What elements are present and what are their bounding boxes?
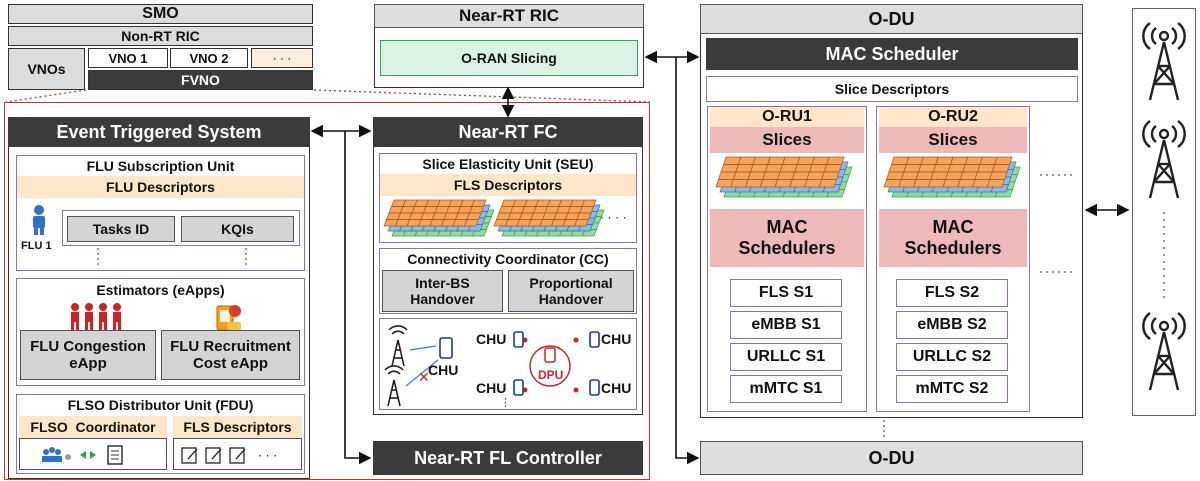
near-rt-ric-title: Near-RT RIC [374, 4, 644, 28]
chu-label-c: CHU [601, 331, 632, 347]
vno1-box: VNO 1 [88, 48, 168, 68]
chu-label-a: CHU [428, 362, 459, 378]
flu-congestion-eapp: FLU Congestion eApp [20, 330, 156, 380]
inter-bs-handover: Inter-BS Handover [382, 270, 503, 312]
oru1-slice-item: FLS S1 [730, 279, 842, 307]
oru2-slice-item: eMBB S2 [896, 311, 1008, 339]
oru2-slice-item: mMTC S2 [896, 375, 1008, 403]
fls-descriptors-fdu: FLS Descriptors [173, 416, 302, 438]
non-rt-ric-label: Non-RT RIC [8, 26, 313, 46]
oru2-mac-schedulers: MAC Schedulers [879, 209, 1027, 267]
flu-recruitment-eapp: FLU Recruitment Cost eApp [161, 330, 300, 380]
descriptor-icons-frame [173, 438, 302, 470]
slice-descriptors-bar: Slice Descriptors [706, 76, 1078, 102]
congestion-line1: FLU Congestion [30, 338, 146, 355]
flso-coordinator: FLSO Coordinator [19, 416, 167, 438]
seu-title: Slice Elasticity Unit (SEU) [422, 156, 594, 172]
chu-label-d: CHU [476, 380, 507, 396]
prop-line2: Handover [538, 291, 604, 307]
vnos-label: VNOs [8, 48, 85, 90]
fl-controller-bar: Near-RT FL Controller [373, 441, 643, 475]
oru1-mac-l1: MAC [766, 217, 808, 237]
vno-more-box: · · · [251, 48, 313, 68]
edit-doc-icons: · · · [180, 444, 298, 466]
recruit-line2: Cost eApp [193, 355, 268, 372]
oru2-title: O-RU2 [879, 107, 1027, 127]
dpu-label: DPU [538, 368, 564, 382]
oru1-slice-item: mMTC S1 [730, 375, 842, 403]
oru1-mac-schedulers: MAC Schedulers [710, 209, 864, 267]
chu-label-e: CHU [601, 380, 632, 396]
recruitment-icon [213, 302, 243, 332]
svg-text:· · ·: · · · [258, 449, 277, 463]
coordinator-icons-frame [19, 438, 167, 470]
tasks-id-box: Tasks ID [67, 216, 175, 242]
fls-descriptors-seu: FLS Descriptors [380, 174, 636, 196]
svg-text:⋮: ⋮ [500, 396, 511, 409]
svg-text:· · · ·: · · · · [600, 211, 627, 225]
event-system-title: Event Triggered System [8, 117, 310, 147]
oru1-mac-l2: Schedulers [738, 238, 836, 258]
oru2-slice-item: URLLC S2 [896, 343, 1008, 371]
near-rt-fc-title: Near-RT FC [373, 117, 643, 147]
tower-icon [1142, 116, 1186, 200]
estimators-title: Estimators (eApps) [96, 282, 225, 298]
oru2-slices: Slices [879, 127, 1027, 153]
flu-subscription-title: FLU Subscription Unit [86, 158, 235, 174]
smo-title: SMO [8, 4, 313, 24]
kqis-box: KQIs [181, 216, 294, 242]
odu-bottom-bar: O-DU [700, 441, 1083, 475]
oru1-slice-item: eMBB S1 [730, 311, 842, 339]
inter-line1: Inter-BS [415, 275, 470, 291]
oru2-grid-icon [880, 155, 1026, 207]
proportional-handover: Proportional Handover [508, 270, 634, 312]
prop-line1: Proportional [529, 275, 613, 291]
recruit-line1: FLU Recruitment [170, 338, 291, 355]
crowd-icon [68, 302, 124, 332]
oru1-slices: Slices [710, 127, 864, 153]
oru2-mac-l2: Schedulers [904, 238, 1002, 258]
svg-text:✕: ✕ [418, 370, 430, 386]
tower-icon [1142, 18, 1186, 102]
coordinator-icon [40, 444, 140, 466]
fvno-bar: FVNO [88, 70, 313, 90]
oran-slicing-box: O-RAN Slicing [380, 40, 638, 76]
flu-descriptors-bar: FLU Descriptors [17, 176, 304, 198]
tower-icon [1142, 308, 1186, 392]
oru1-slice-item: URLLC S1 [730, 343, 842, 371]
handover-topology-icon: ✕ ⋮ [380, 318, 636, 410]
resource-grid-icon: · · · · [382, 198, 632, 242]
chu-label-b: CHU [476, 331, 507, 347]
oru1-title: O-RU1 [710, 107, 864, 127]
oru2-mac-l1: MAC [932, 217, 974, 237]
vno2-box: VNO 2 [170, 48, 248, 68]
mac-scheduler-bar: MAC Scheduler [706, 38, 1078, 70]
cc-title: Connectivity Coordinator (CC) [407, 251, 609, 267]
congestion-line2: eApp [69, 355, 107, 372]
odu-title: O-DU [700, 4, 1083, 34]
inter-line2: Handover [410, 291, 475, 307]
flu1-label: FLU 1 [21, 240, 52, 252]
oru2-slice-item: FLS S2 [896, 279, 1008, 307]
fdu-title: FLSO Distributor Unit (FDU) [67, 397, 254, 413]
oru1-grid-icon [712, 155, 862, 207]
user-icon [28, 204, 50, 236]
